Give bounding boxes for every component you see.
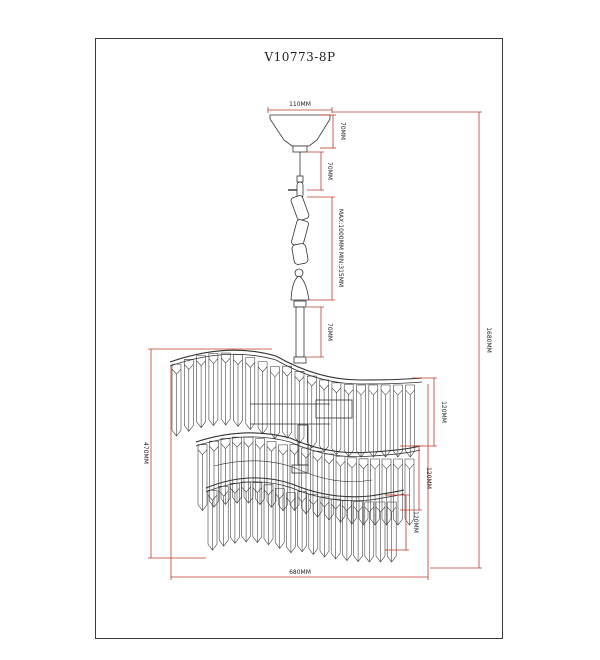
label-tier-top: 120MM xyxy=(440,401,447,423)
crystal-prism xyxy=(353,501,363,563)
crystal-prism xyxy=(405,384,415,458)
crystal-prism xyxy=(197,444,208,512)
rod-cap xyxy=(293,300,307,308)
chandelier-fixture xyxy=(169,114,423,502)
crystal-prism xyxy=(330,498,341,560)
crystal-prism xyxy=(207,489,218,551)
label-canopy-height: 70MM xyxy=(339,122,346,140)
label-body-height: 470MM xyxy=(142,442,149,464)
crystal-prism xyxy=(297,491,307,553)
crystal-prism xyxy=(289,444,300,511)
crystal-prism xyxy=(342,500,352,562)
crystal-prism xyxy=(358,458,369,526)
label-total-height: 1680MM xyxy=(485,327,492,353)
crystal-prism xyxy=(171,363,182,437)
crystal-prism xyxy=(220,438,231,506)
crystal-prism xyxy=(294,371,305,444)
crystal-prism xyxy=(263,484,274,546)
crystal-prism xyxy=(393,458,403,526)
crystal-prism xyxy=(196,355,206,429)
crystal-prism xyxy=(393,384,403,458)
hook-loop xyxy=(296,175,304,183)
crystal-prism xyxy=(347,457,357,525)
crystal-prism xyxy=(331,382,342,456)
label-canopy-width: 110MM xyxy=(289,101,311,108)
crystal-prism xyxy=(307,375,317,449)
canopy xyxy=(269,114,331,147)
inner-wave xyxy=(213,460,373,482)
crystal-prism xyxy=(312,450,323,518)
crystal-prism xyxy=(220,352,231,426)
label-rod-length: 70MM xyxy=(326,323,333,341)
crystal-prism xyxy=(218,485,229,547)
chain xyxy=(290,181,310,301)
dimension-lines xyxy=(148,107,482,580)
rod xyxy=(295,306,305,358)
crystal-prism xyxy=(208,353,219,426)
label-tier-bottom: 120MM xyxy=(412,511,419,533)
drawing-border xyxy=(95,38,503,639)
crystal-prism xyxy=(278,444,288,512)
crystal-prism xyxy=(381,458,392,526)
crystal-prism xyxy=(270,366,280,440)
crystal-prism xyxy=(375,501,386,563)
crystal-prism xyxy=(232,436,242,504)
crystal-prism xyxy=(245,357,256,430)
crystal-prism xyxy=(335,455,346,523)
crystal-prism xyxy=(241,481,251,543)
bottom-wave-frame xyxy=(205,477,405,498)
crystal-prism xyxy=(308,494,319,555)
crystal-prism xyxy=(386,501,397,563)
label-hook-height: 70MM xyxy=(326,162,333,180)
crystal-prism xyxy=(364,501,375,563)
crystal-prism xyxy=(266,441,277,508)
crystal-prism xyxy=(233,354,243,427)
label-tier-middle: 120MM xyxy=(425,467,432,489)
label-chain-length: MAX:1000MM MIN:315MM xyxy=(337,209,344,287)
crystal-prism xyxy=(343,384,354,457)
drawing-title: V10773-8P xyxy=(264,50,336,64)
crystal-prism xyxy=(404,458,415,526)
crystal-prism xyxy=(370,458,380,526)
crystal-prism xyxy=(319,379,329,453)
crystal-prism xyxy=(301,447,311,515)
canopy-cap xyxy=(292,145,308,153)
crystal-prism xyxy=(319,496,330,558)
crystal-prism xyxy=(282,365,292,439)
crystal-prism xyxy=(252,482,263,544)
crystal-prisms xyxy=(171,352,415,563)
crystal-prism xyxy=(230,483,240,544)
crystal-prism xyxy=(243,436,254,504)
crystal-prism xyxy=(209,440,219,508)
crystal-prism xyxy=(257,361,268,435)
rod-base xyxy=(293,356,307,364)
crystal-prism xyxy=(286,492,296,554)
label-body-width: 680MM xyxy=(289,569,311,576)
crystal-prism xyxy=(380,384,391,458)
middle-wave-frame xyxy=(195,432,421,454)
crystal-prism xyxy=(184,359,194,432)
crystal-prism xyxy=(255,438,265,506)
crystal-prism xyxy=(356,384,366,458)
crystal-prism xyxy=(274,488,285,549)
top-wave-frame xyxy=(169,349,423,381)
crystal-prism xyxy=(368,384,379,458)
